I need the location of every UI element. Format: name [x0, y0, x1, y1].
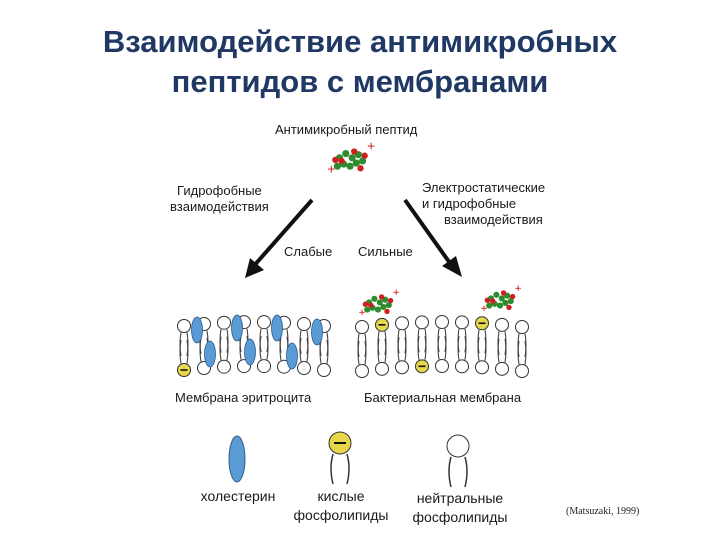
left-interaction-line-1: Гидрофобные [177, 183, 262, 198]
neutral-phospholipid [257, 315, 271, 353]
acidic-line-1: кислые [317, 488, 365, 504]
neutral-phospholipid-label: нейтральные фосфолипиды [404, 489, 516, 527]
title-line-1: Взаимодействие антимикробных [102, 24, 618, 59]
cholesterol-molecule [191, 316, 203, 344]
right-interaction-line-3: взаимодействия [444, 212, 543, 227]
right-interaction-label: Электростатические и гидрофобные взаимод… [422, 180, 545, 228]
neutral-line-2: фосфолипиды [412, 509, 508, 525]
cholesterol-molecule [311, 318, 323, 346]
neutral-phospholipid [297, 317, 311, 355]
svg-text:+: + [514, 284, 522, 294]
neutral-phospholipid [177, 319, 191, 357]
neutral-phospholipid [495, 338, 509, 376]
arrow-right [403, 198, 454, 268]
cholesterol-molecule [231, 314, 243, 342]
neutral-phospholipid [375, 338, 389, 376]
neutral-phospholipid [355, 340, 369, 378]
acidic-phospholipid [475, 316, 489, 354]
peptide-icon: ++ [358, 288, 400, 318]
cholesterol-molecule [204, 340, 216, 368]
left-interaction-line-2: взаимодействия [170, 199, 269, 214]
neutral-phospholipid [455, 315, 469, 353]
peptide-icon: ++ [327, 140, 376, 175]
neutral-phospholipid [297, 337, 311, 376]
acidic-line-2: фосфолипиды [293, 507, 389, 523]
right-interaction-line-1: Электростатические [422, 180, 546, 195]
arrowhead-right [442, 256, 462, 277]
neutral-phospholipid [217, 315, 231, 353]
erythrocyte-membrane-label: Мембрана эритроцита [175, 390, 312, 405]
neutral-phospholipid [495, 317, 509, 355]
neutral-phospholipid [455, 336, 469, 374]
citation: (Matsuzaki, 1999) [566, 506, 640, 517]
neutral-phospholipid [217, 336, 231, 374]
svg-text:+: + [327, 164, 336, 176]
acidic-phospholipid [177, 339, 191, 377]
svg-text:+: + [480, 304, 488, 314]
svg-text:+: + [358, 308, 366, 318]
neutral-phospholipid [515, 320, 529, 358]
neutral-phospholipid [355, 320, 369, 358]
erythrocyte-membrane [177, 314, 331, 377]
peptide-top-icon: ++ [327, 140, 376, 175]
cholesterol-molecule [244, 338, 256, 366]
neutral-phospholipid-legend-icon [446, 434, 470, 488]
strong-label: Сильные [358, 244, 413, 259]
neutral-phospholipid [257, 335, 271, 374]
neutral-phospholipid [435, 335, 449, 373]
neutral-line-1: нейтральные [416, 490, 504, 506]
neutral-phospholipid [395, 316, 409, 354]
neutral-phospholipid [475, 337, 489, 375]
neutral-phospholipid [317, 339, 331, 377]
cholesterol-molecule [271, 314, 283, 342]
svg-text:+: + [392, 288, 400, 298]
weak-label: Слабые [284, 244, 333, 259]
cholesterol-label: холестерин [200, 488, 276, 504]
arrowhead-left [245, 258, 264, 278]
acidic-phospholipid [415, 336, 429, 374]
peptide-icon: ++ [480, 284, 522, 314]
neutral-phospholipid [515, 340, 529, 378]
svg-text:+: + [367, 140, 376, 152]
page-title: Взаимодействие антимикробных пептидов с … [0, 22, 720, 102]
bacterial-membrane-label: Бактериальная мембрана [364, 390, 522, 405]
peptide-label: Антимикробный пептид [275, 122, 418, 137]
acidic-phospholipid-label: кислые фосфолипиды [286, 487, 396, 525]
title-line-2: пептидов с мембранами [171, 64, 549, 99]
acidic-phospholipid [375, 317, 389, 355]
bacterial-membrane: ++++ [355, 284, 529, 378]
left-interaction-label: Гидрофобные взаимодействия [170, 183, 269, 215]
cholesterol-molecule [286, 342, 298, 370]
neutral-phospholipid [395, 337, 409, 375]
neutral-phospholipid [435, 315, 449, 353]
acidic-phospholipid-legend-icon [328, 431, 352, 485]
neutral-phospholipid [415, 315, 429, 353]
cholesterol-legend-icon [228, 435, 246, 483]
arrow-left [250, 198, 314, 270]
right-interaction-line-2: и гидрофобные [422, 196, 517, 211]
